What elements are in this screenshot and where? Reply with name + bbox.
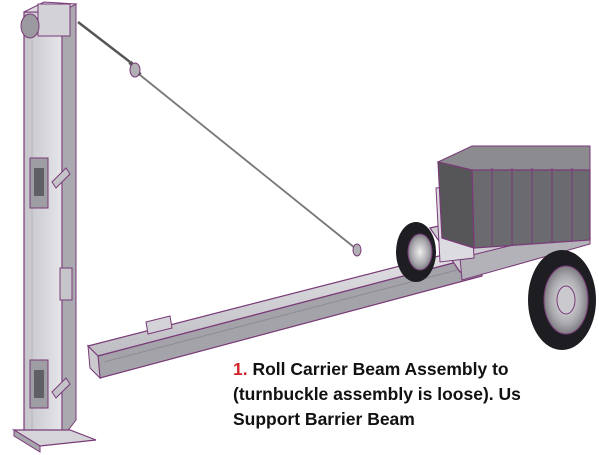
turnbuckle-cable	[77, 21, 362, 257]
step-caption: 1. Roll Carrier Beam Assembly to (turnbu…	[233, 357, 599, 432]
vertical-post	[11, 1, 97, 453]
counterweight-block	[436, 145, 591, 249]
wheel-far	[396, 222, 436, 282]
caption-line-3: Support Barrier Beam	[233, 409, 415, 429]
step-number: 1.	[233, 359, 248, 379]
wheel-near	[528, 250, 596, 350]
caption-line-1: 1. Roll Carrier Beam Assembly to	[233, 357, 599, 382]
caption-line-2: (turnbuckle assembly is loose). Us	[233, 384, 521, 404]
caption-line-1-text: Roll Carrier Beam Assembly to	[247, 359, 509, 379]
